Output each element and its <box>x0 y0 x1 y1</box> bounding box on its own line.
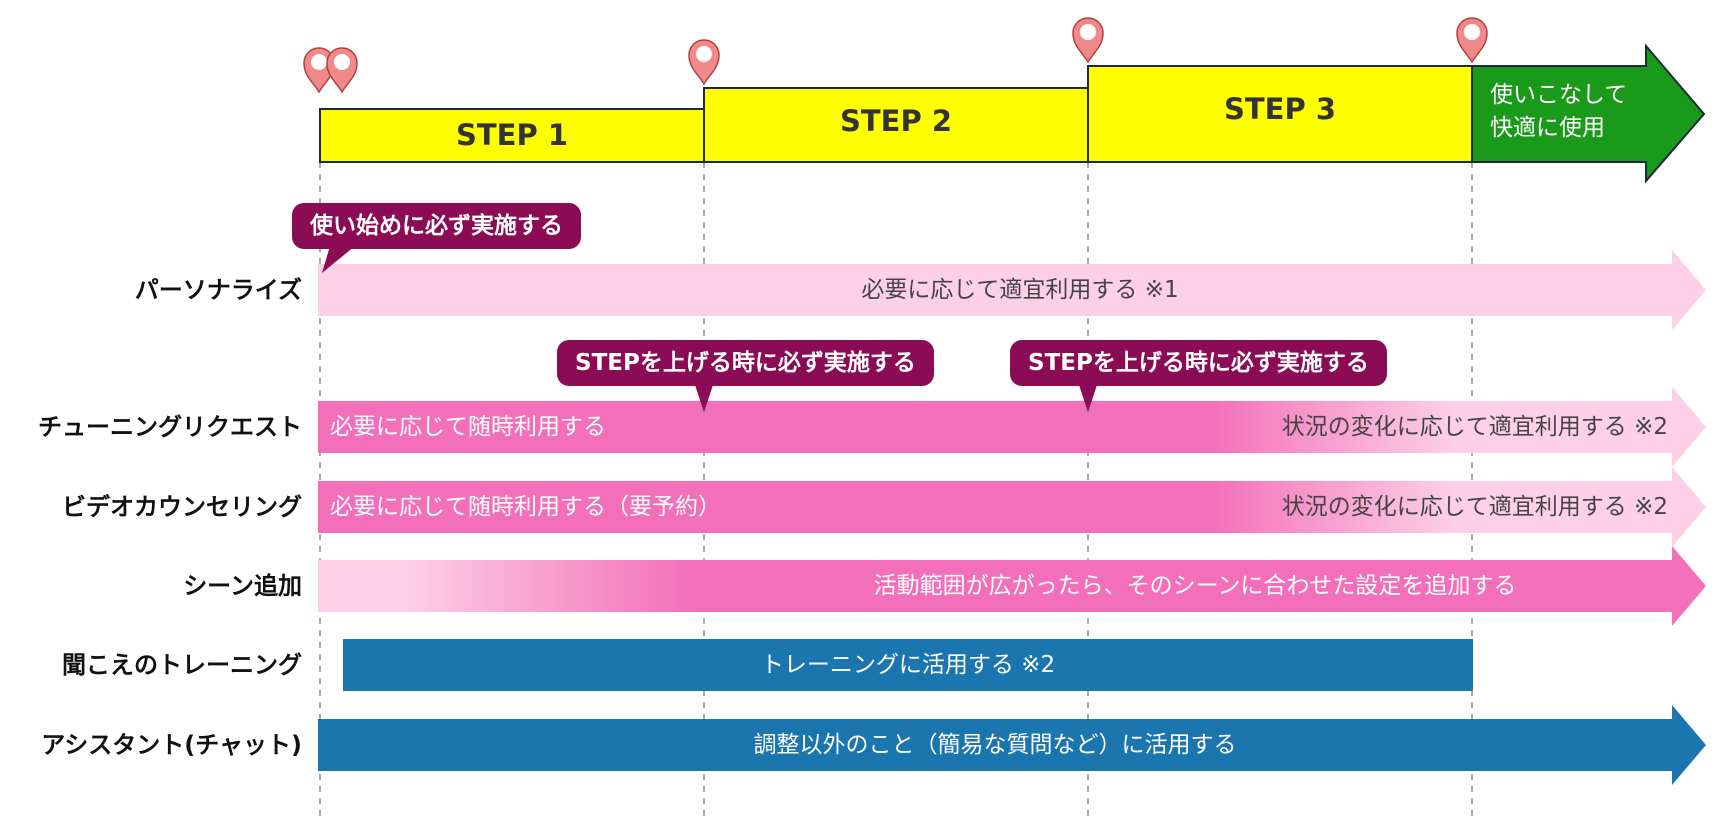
callout-step-up-1: STEPを上げる時に必ず実施する <box>557 340 934 386</box>
callout-start: 使い始めに必ず実施する <box>292 203 581 249</box>
step-1-label: STEP 1 <box>455 118 568 152</box>
step-2-label: STEP 2 <box>839 104 952 138</box>
goal-arrow <box>1471 43 1706 184</box>
row-label-scene-add: シーン追加 <box>183 572 302 600</box>
callout-tail <box>322 246 355 273</box>
hearing-training-bar-text: トレーニングに活用する ※2 <box>760 652 1056 678</box>
step-1-box <box>319 108 705 163</box>
callout-tail <box>1078 382 1098 412</box>
personalize-bar <box>318 250 1706 330</box>
hearing-training-bar <box>343 639 1473 691</box>
step-3-box <box>1087 65 1473 163</box>
row-label-hearing-training: 聞こえのトレーニング <box>62 651 302 679</box>
assistant-chat-bar-text: 調整以外のこと（簡易な質問など）に活用する <box>753 732 1237 758</box>
goal-label: 使いこなして 快適に使用 <box>1490 82 1628 141</box>
personalize-bar-text: 必要に応じて適宜利用する ※1 <box>861 277 1179 303</box>
location-marker-icon <box>1456 17 1488 64</box>
callout-tail <box>694 382 714 412</box>
callout-step-up-2: STEPを上げる時に必ず実施する <box>1010 340 1387 386</box>
location-marker-icon <box>303 47 335 94</box>
tuning-request-text-right: 状況の変化に応じて適宜利用する ※2 <box>1281 414 1668 440</box>
tuning-request-bar <box>318 387 1706 467</box>
row-label-assistant-chat: アシスタント(チャット) <box>41 731 302 759</box>
step-3-label: STEP 3 <box>1223 92 1336 126</box>
row-label-personalize: パーソナライズ <box>134 276 302 304</box>
scene-add-bar-text: 活動範囲が広がったら、そのシーンに合わせた設定を追加する <box>873 573 1517 599</box>
tuning-request-text-left: 必要に応じて随時利用する <box>330 414 606 440</box>
video-counseling-text-left: 必要に応じて随時利用する（要予約） <box>330 494 721 520</box>
video-counseling-bar <box>318 467 1706 547</box>
scene-add-bar <box>318 546 1706 626</box>
video-counseling-text-right: 状況の変化に応じて適宜利用する ※2 <box>1281 494 1668 520</box>
assistant-chat-bar <box>318 705 1706 785</box>
row-label-video-counseling: ビデオカウンセリング <box>62 493 302 521</box>
row-label-tuning-request: チューニングリクエスト <box>38 413 302 441</box>
location-marker-icon <box>1072 17 1104 64</box>
location-marker-icon <box>326 47 358 94</box>
location-marker-icon <box>688 39 720 86</box>
step-2-box <box>703 87 1089 163</box>
